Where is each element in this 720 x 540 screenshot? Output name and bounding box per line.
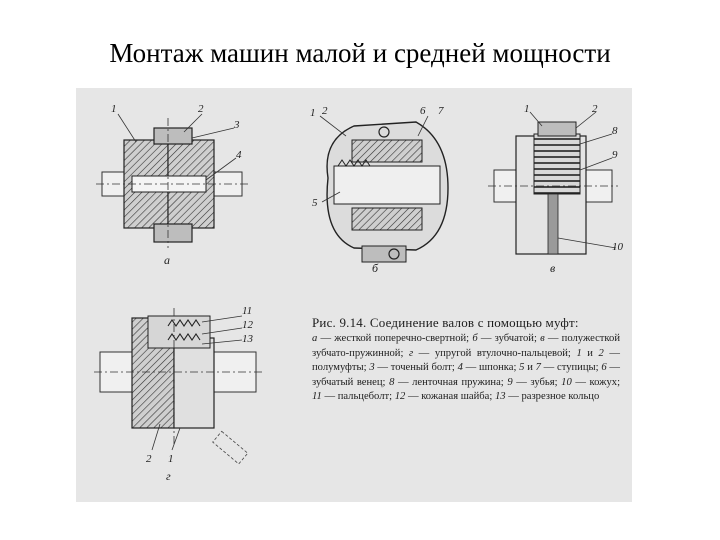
caption-segment: — точеный болт;: [374, 362, 458, 374]
caption-segment: 11: [312, 391, 322, 403]
label-a-1: 1: [111, 103, 117, 115]
caption-segment: — шпонка;: [462, 362, 520, 374]
caption-segment: 9: [507, 376, 513, 388]
caption-segment: — разрезное кольцо: [505, 391, 600, 403]
drawing-v: 1 2 8 9 10 в: [488, 103, 624, 275]
subfigure-label-g: г: [166, 469, 171, 483]
subfigure-label-b: б: [372, 261, 379, 275]
caption-segment: — зубчатой;: [477, 333, 541, 344]
caption-segment: в: [540, 333, 545, 344]
caption-segment: 13: [494, 391, 506, 403]
label-g-1: 1: [168, 453, 174, 465]
label-b-1: 1: [310, 107, 316, 119]
caption-heading: Рис. 9.14. Соединение валов с помощью му…: [312, 315, 579, 330]
caption-segment: 7: [535, 362, 541, 374]
caption-segment: б: [472, 333, 478, 344]
caption-segment: — упругой втулочно-пальцевой;: [413, 347, 577, 359]
caption-segment: — кожаная шайба;: [405, 391, 495, 403]
slide-title: Монтаж машин малой и средней мощности: [109, 38, 611, 68]
label-b-5: 5: [312, 197, 318, 209]
caption-segment: 5: [519, 362, 525, 374]
label-v-9: 9: [612, 149, 618, 161]
caption-segment: 4: [457, 362, 463, 374]
caption-segment: — кожух;: [571, 376, 621, 388]
label-b-6: 6: [420, 105, 426, 117]
subfigure-label-a: а: [164, 253, 170, 267]
label-g-12: 12: [242, 319, 254, 331]
caption-segment: — полумуфты;: [312, 347, 621, 374]
figure-caption: Рис. 9.14. Соединение валов с помощью му…: [312, 314, 620, 405]
subfigure-label-v: в: [550, 261, 555, 275]
label-b-2: 2: [322, 105, 328, 117]
label-v-2: 2: [592, 103, 598, 115]
label-g-13: 13: [242, 333, 254, 345]
caption-segment: — жесткой поперечно-свертной;: [317, 333, 473, 344]
caption-segment: — полужесткой зубчато-пружинной;: [312, 333, 621, 359]
caption-body: а — жесткой поперечно-свертной; б — зубч…: [312, 332, 620, 405]
drawing-b: 1 2 6 7 5 б: [310, 105, 449, 275]
label-a-4: 4: [236, 149, 242, 161]
caption-segment: а: [312, 333, 318, 344]
drawing-g: 11 12 13 2 1 г: [94, 305, 262, 483]
caption-segment: 2: [598, 347, 604, 359]
caption-segment: 6: [601, 362, 607, 374]
caption-segment: 3: [369, 362, 375, 374]
caption-segment: — зубья;: [512, 376, 562, 388]
caption-segment: 10: [561, 376, 572, 388]
label-b-7: 7: [438, 105, 444, 117]
caption-segment: — ленточная пружина;: [394, 376, 508, 388]
label-g-11: 11: [242, 305, 252, 317]
label-v-1: 1: [524, 103, 530, 115]
label-g-2: 2: [146, 453, 152, 465]
caption-segment: г: [408, 347, 414, 359]
caption-segment: 12: [394, 391, 406, 403]
label-v-10: 10: [612, 241, 624, 253]
caption-segment: 8: [389, 376, 395, 388]
coupling-drawings: 1 2 3 4 а 1 2 6 7 5 б: [94, 103, 624, 483]
caption-segment: — ступицы;: [540, 362, 602, 374]
caption-segment: — пальцеболт;: [321, 391, 395, 403]
label-v-8: 8: [612, 125, 618, 137]
caption-segment: и: [581, 347, 599, 359]
drawing-a: 1 2 3 4 а: [96, 103, 251, 267]
label-a-2: 2: [198, 103, 204, 115]
label-a-3: 3: [233, 119, 240, 131]
caption-segment: и: [524, 362, 536, 374]
caption-segment: — зубчатый венец;: [312, 362, 620, 388]
caption-segment: 1: [576, 347, 582, 359]
figure-scan: 1 2 3 4 а 1 2 6 7 5 б: [76, 88, 632, 502]
